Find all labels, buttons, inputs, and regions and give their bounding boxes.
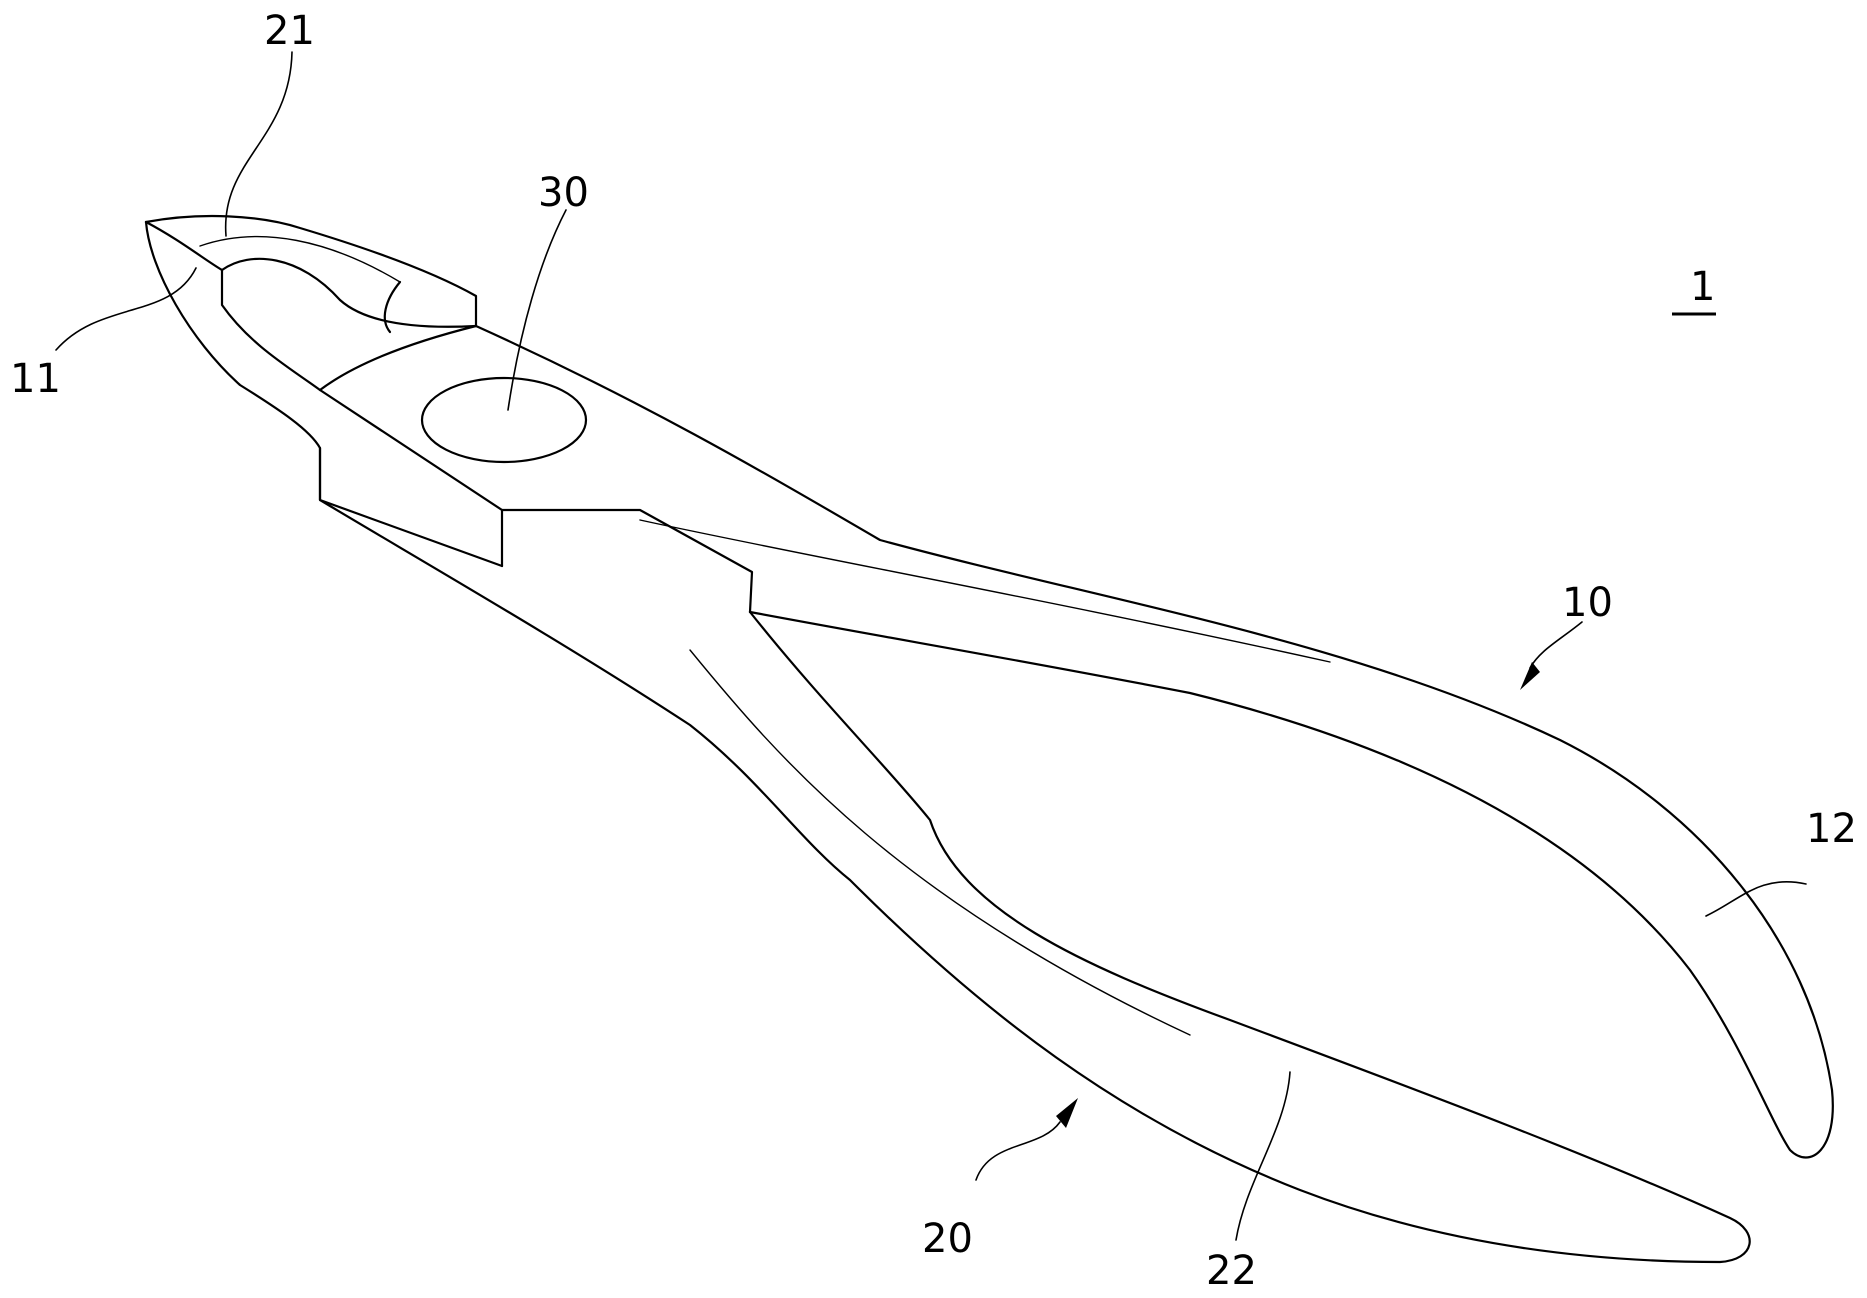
leader-21 xyxy=(224,51,293,237)
upper-handle-outline xyxy=(144,214,1834,1159)
leader-12 xyxy=(1705,881,1807,917)
jaw-top-curve xyxy=(199,235,401,283)
ref-label-12: 12 xyxy=(1806,806,1857,852)
ref-label-30: 30 xyxy=(538,170,589,216)
ref-label-10: 10 xyxy=(1562,580,1613,626)
jaw-back xyxy=(383,280,402,334)
reference-numerals: 21 30 11 10 12 20 22 1 xyxy=(10,8,1857,1294)
leader-11 xyxy=(55,267,197,351)
leader-22 xyxy=(1235,1071,1291,1241)
reference-leaders xyxy=(55,51,1807,1241)
upper-handle-inner-edge xyxy=(500,508,754,614)
jaw-cutting-edge xyxy=(220,257,478,328)
pivot-plate-edge xyxy=(318,324,504,512)
ref-label-11: 11 xyxy=(10,356,61,402)
lower-plate-step xyxy=(318,446,504,568)
ref-label-21: 21 xyxy=(264,8,315,54)
figure-label: 1 xyxy=(1690,264,1715,310)
pivot-rivet xyxy=(420,376,588,464)
leader-30 xyxy=(507,209,567,411)
ref-label-22: 22 xyxy=(1206,1248,1257,1294)
upper-handle-ridge xyxy=(639,519,1331,663)
ref-label-20: 20 xyxy=(922,1216,973,1262)
nippers-drawing xyxy=(144,214,1834,1264)
lower-handle-ridge xyxy=(689,649,1191,1036)
jaw-front-face xyxy=(144,220,322,392)
lower-handle-outline xyxy=(144,220,1751,1264)
arrow-10 xyxy=(1520,662,1540,690)
leader-10 xyxy=(1529,621,1583,669)
leader-20 xyxy=(975,1121,1061,1181)
arrow-20 xyxy=(1056,1098,1078,1128)
